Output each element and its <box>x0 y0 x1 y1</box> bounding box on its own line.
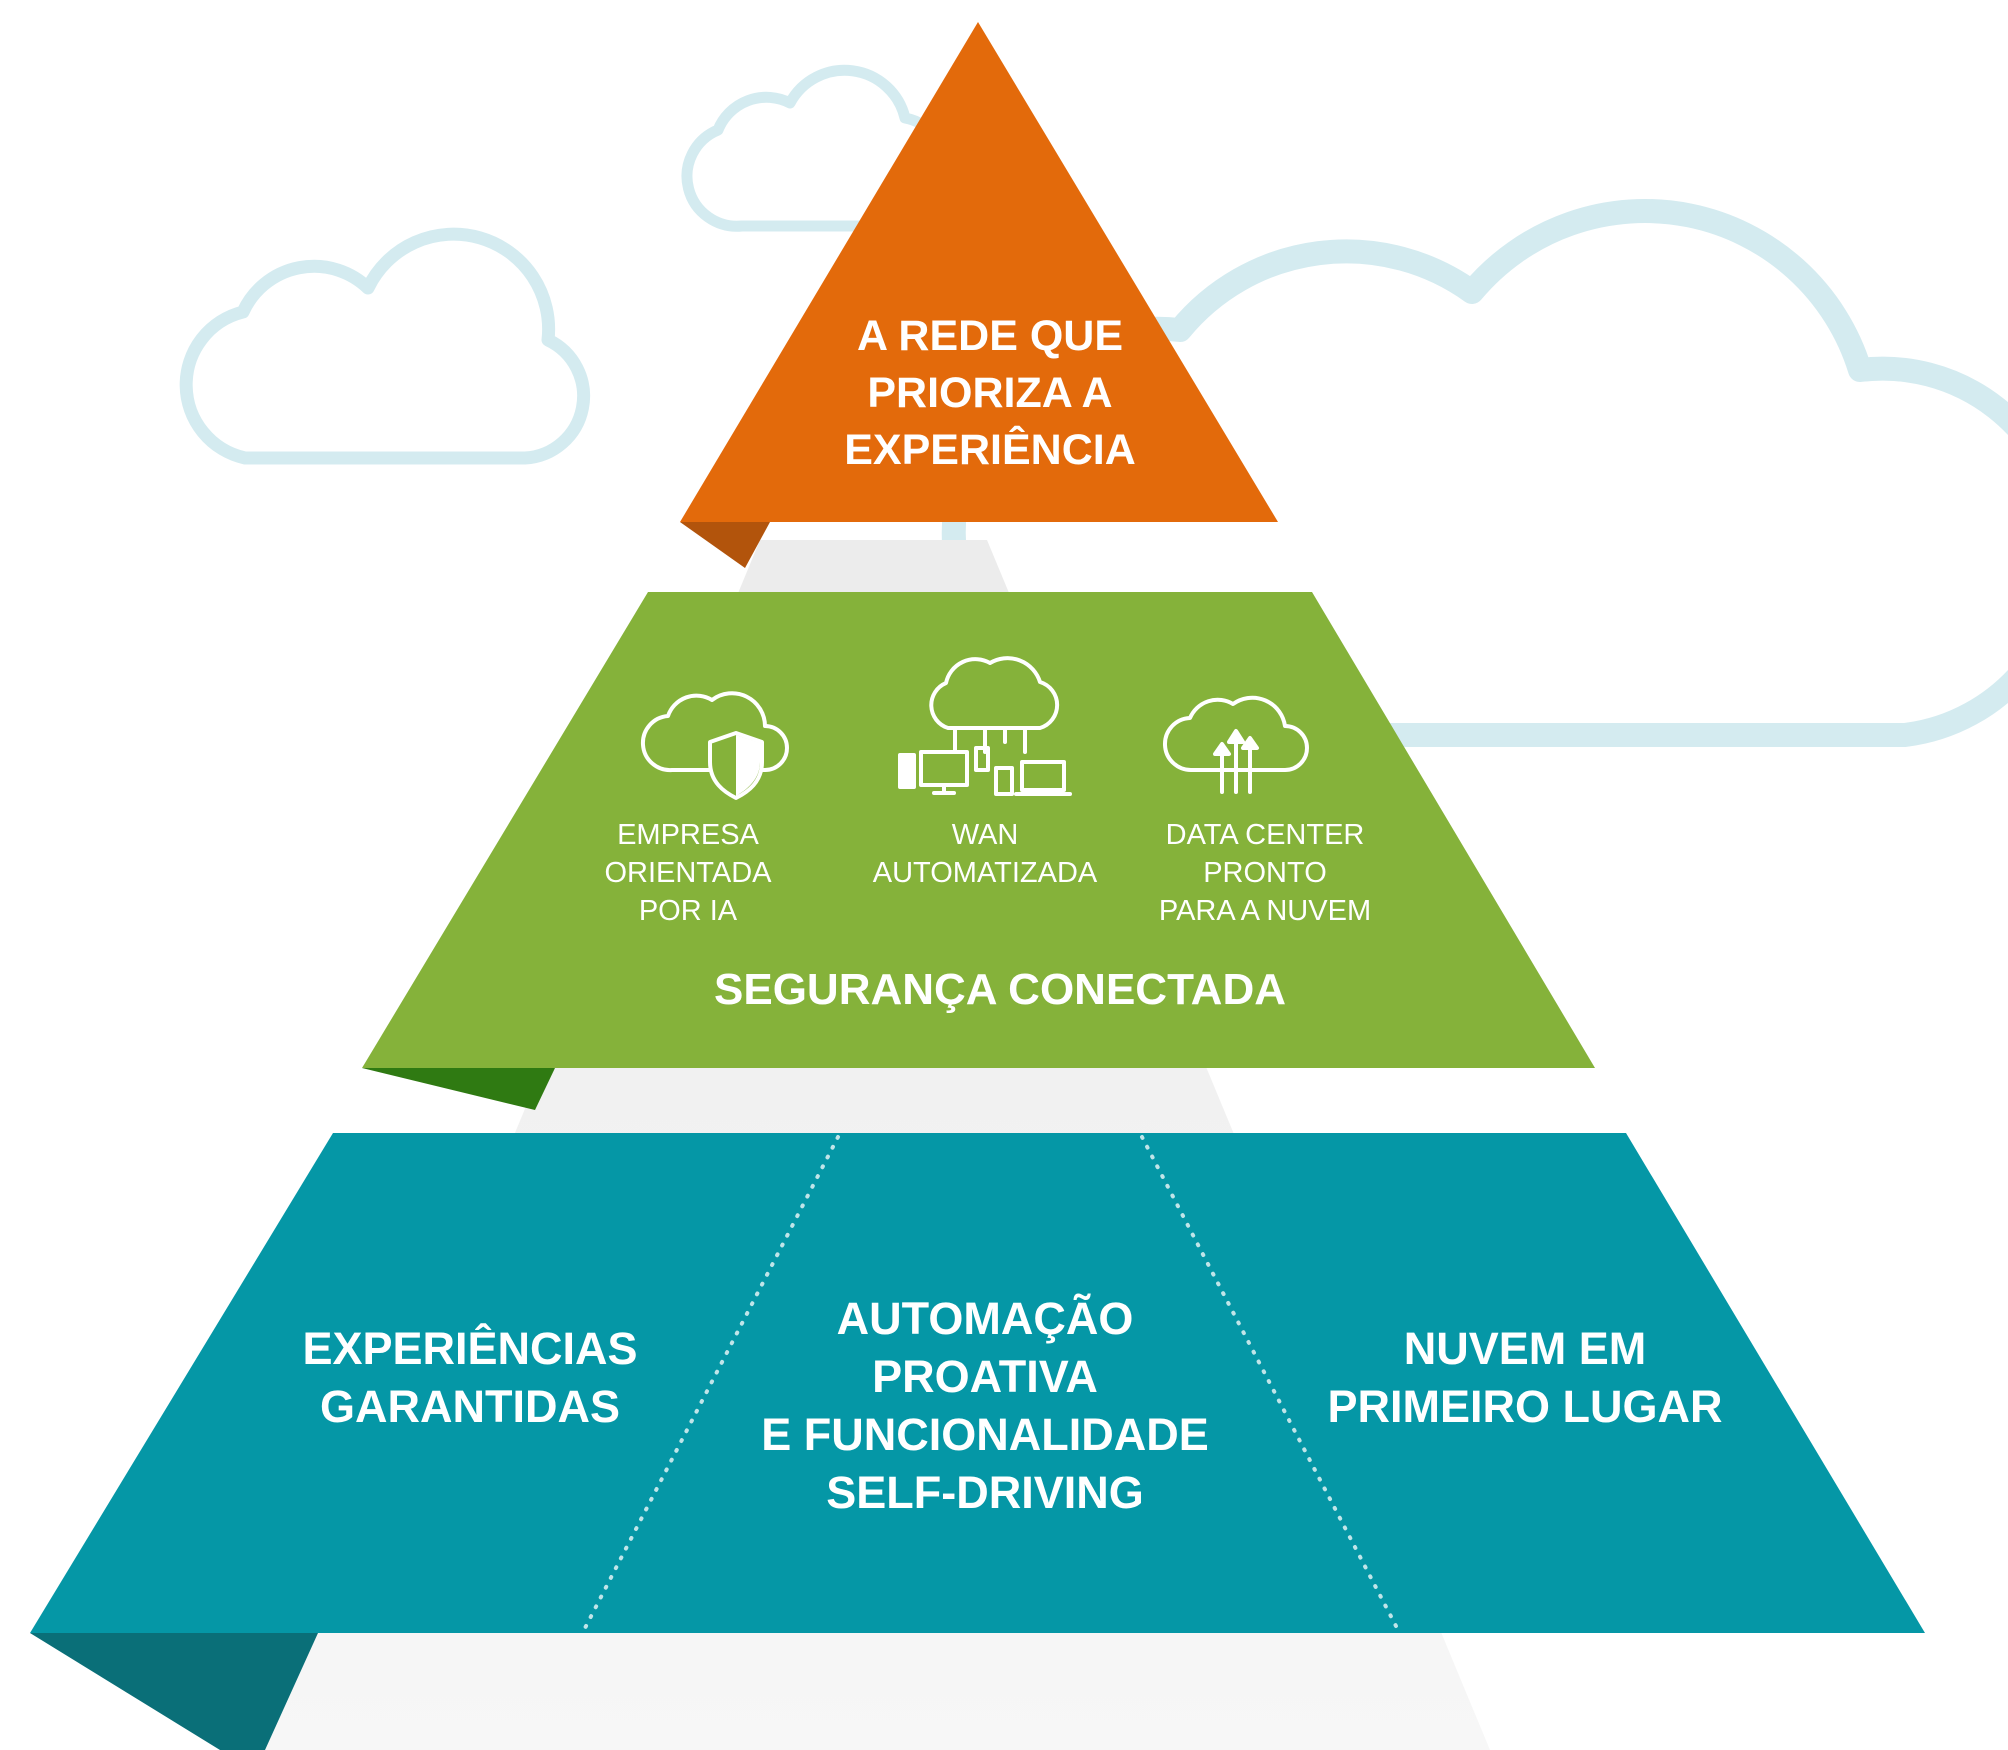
feature-empresa-orientada: EMPRESA ORIENTADA POR IA <box>588 816 788 930</box>
feature-line: DATA CENTER <box>1165 819 1365 851</box>
bottom-section-line: AUTOMAÇÃO <box>836 1293 1134 1344</box>
feature-line: PARA A NUVEM <box>1158 895 1372 927</box>
bottom-tier-trapezoid <box>30 1133 1925 1633</box>
bottom-section-line: NUVEM EM <box>1403 1323 1647 1374</box>
cloud-outline-icon <box>179 227 591 465</box>
feature-line: AUTOMATIZADA <box>872 857 1098 889</box>
bottom-section-line: EXPERIÊNCIAS <box>302 1323 638 1374</box>
bottom-section-line: PRIMEIRO LUGAR <box>1327 1381 1723 1432</box>
feature-line: PRONTO <box>1203 857 1327 889</box>
bottom-section-automacao: AUTOMAÇÃO PROATIVA E FUNCIONALIDADE SELF… <box>735 1290 1235 1522</box>
bottom-tier-divider <box>1140 1135 1399 1630</box>
middle-tier-fold <box>362 1068 555 1110</box>
feature-line: ORIENTADA <box>604 857 772 889</box>
bottom-section-line: GARANTIDAS <box>320 1381 620 1432</box>
feature-wan-automatizada: WAN AUTOMATIZADA <box>840 816 1130 892</box>
feature-line: EMPRESA <box>617 819 759 851</box>
bottom-tier-divider <box>583 1135 840 1630</box>
bottom-section-line: SELF-DRIVING <box>826 1467 1144 1518</box>
top-tier-triangle <box>680 22 1278 522</box>
bottom-section-line: E FUNCIONALIDADE <box>761 1409 1209 1460</box>
bottom-section-line: PROATIVA <box>872 1351 1098 1402</box>
top-tier-line: A REDE QUE <box>857 312 1123 360</box>
feature-data-center: DATA CENTER PRONTO PARA A NUVEM <box>1130 816 1400 930</box>
cloud-devices-icon <box>898 656 1072 796</box>
top-tier-line: PRIORIZA A <box>867 369 1113 417</box>
middle-tier-title: SEGURANÇA CONECTADA <box>714 965 1286 1014</box>
top-tier-line: EXPERIÊNCIA <box>844 426 1136 474</box>
feature-line: WAN <box>951 819 1019 851</box>
cloud-shield-icon <box>641 691 789 800</box>
bottom-section-experiencias: EXPERIÊNCIAS GARANTIDAS <box>285 1320 655 1436</box>
cloud-upload-arrows-icon <box>1163 695 1309 794</box>
middle-tier-label: SEGURANÇA CONECTADA <box>680 962 1320 1018</box>
bottom-tier-fold <box>30 1633 318 1750</box>
bottom-section-nuvem: NUVEM EM PRIMEIRO LUGAR <box>1300 1320 1750 1436</box>
top-tier-fold <box>680 522 770 568</box>
feature-line: POR IA <box>638 895 738 927</box>
top-tier-label: A REDE QUE PRIORIZA A EXPERIÊNCIA <box>790 308 1190 479</box>
